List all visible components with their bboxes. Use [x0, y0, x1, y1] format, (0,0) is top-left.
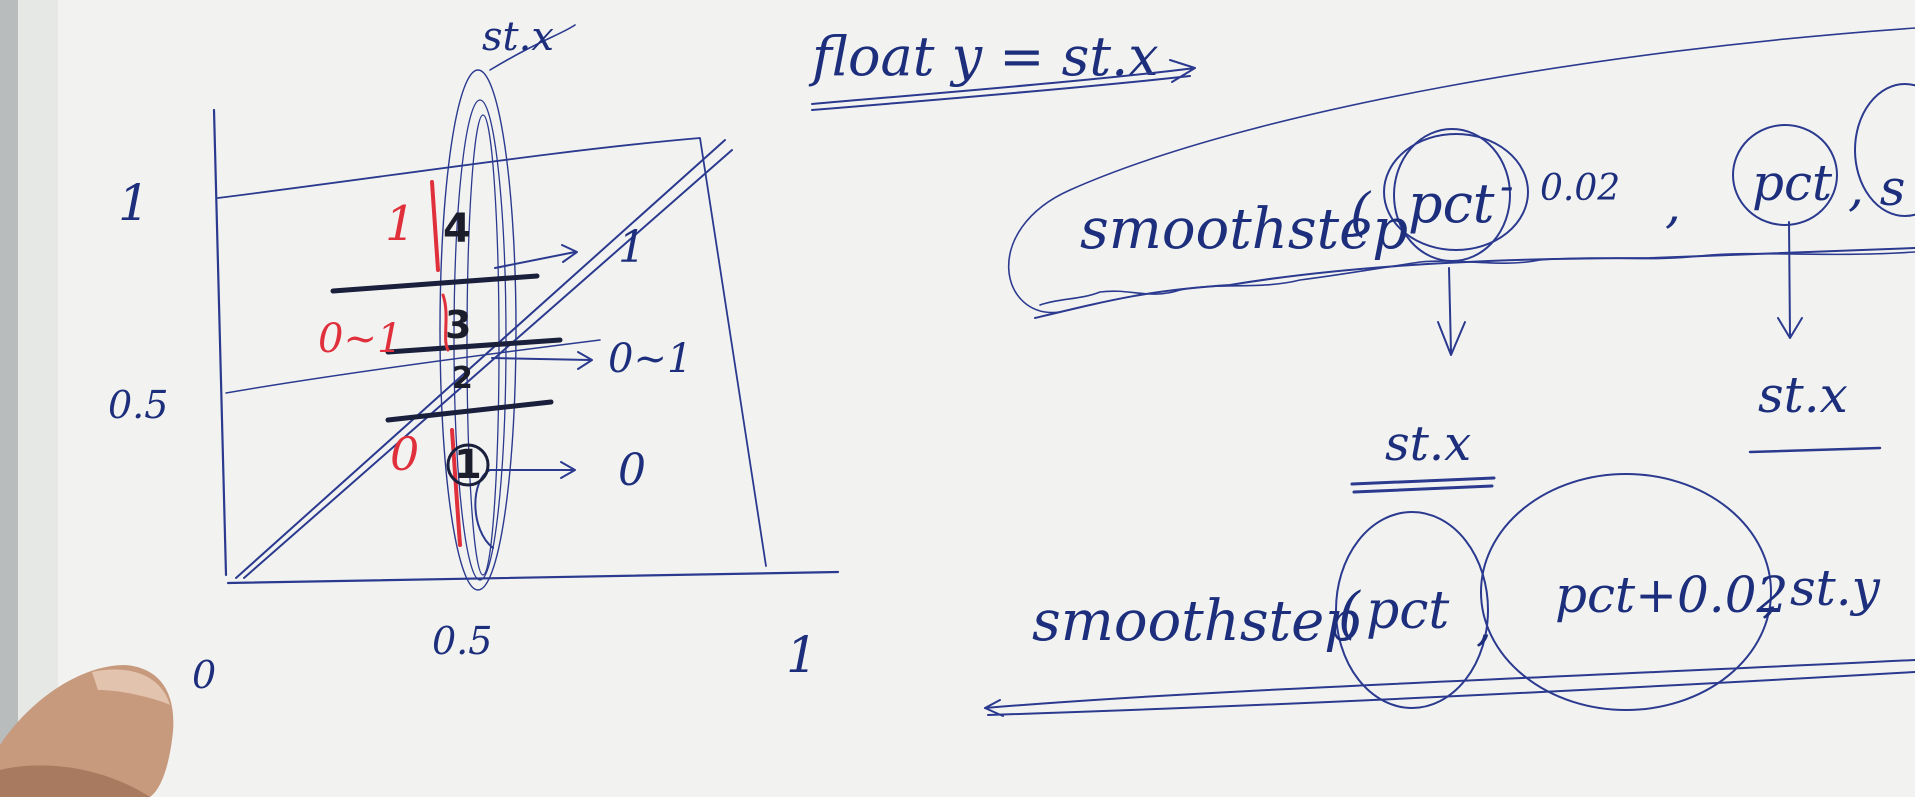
top-arg1: pct — [1408, 172, 1495, 235]
red-label-0to1: 0~1 — [318, 316, 402, 362]
arrow-right-label-underline — [1748, 446, 1882, 454]
top-open-paren: ( — [1350, 183, 1372, 243]
loop-2 — [453, 99, 507, 581]
bottom-fn-name: smoothstep — [1032, 589, 1360, 654]
heading-underline-2 — [811, 75, 1191, 111]
top-tail: , s — [1848, 159, 1905, 217]
top-formula-loop — [1007, 27, 1915, 314]
top-fn-name: smoothstep — [1080, 197, 1408, 262]
pct-circle-1 — [1393, 128, 1511, 262]
top-formula-wave — [1039, 251, 1915, 306]
finger — [0, 665, 174, 797]
diagonal-line — [235, 139, 733, 579]
bottom-underline — [984, 659, 1915, 716]
top-minus: - — [1500, 164, 1514, 210]
paper-sheet — [18, 0, 1915, 797]
y-tick-half: 0.5 — [108, 383, 168, 427]
region-1-circle — [446, 443, 490, 487]
arrow-left-label-underline — [1350, 476, 1496, 494]
red-label-0: 0 — [390, 427, 419, 481]
top-left-label: st.x — [482, 14, 554, 60]
region-4-label: 4 — [443, 206, 471, 252]
x-tick-1: 1 — [786, 626, 818, 684]
region-1-label: 1 — [454, 442, 482, 488]
right-note-0to1: 0~1 — [608, 336, 692, 382]
bottom-arg1: pct — [1366, 581, 1449, 641]
right-note-1: 1 — [618, 222, 646, 273]
bottom-arg2: pct+0.02 — [1555, 566, 1788, 624]
bottom-formula-group — [984, 473, 1915, 717]
tail-circle — [1854, 83, 1915, 217]
x-axis — [226, 570, 840, 585]
pct-circle-2 — [1732, 124, 1838, 226]
loop-1 — [439, 69, 517, 591]
top-arg2: pct — [1752, 154, 1833, 212]
label-pointer — [489, 24, 576, 71]
top-const: 0.02 — [1540, 168, 1620, 209]
x-origin-label: 0 — [192, 653, 216, 697]
red-bar-top — [430, 180, 440, 272]
region-2-label: 2 — [452, 361, 473, 396]
bottom-open-paren: ( — [1338, 581, 1361, 646]
bottom-arg3: st.y — [1790, 559, 1881, 617]
bottom-comma-2: , — [1762, 566, 1778, 624]
bottom-underline-head — [984, 699, 1004, 717]
red-label-1: 1 — [385, 196, 416, 252]
pct-circle-1b — [1383, 133, 1529, 251]
divider-low — [385, 399, 554, 423]
y-axis — [212, 108, 228, 577]
divider-top — [330, 273, 540, 294]
arrow-3 — [489, 461, 576, 479]
arrow-left-label: st.x — [1385, 416, 1471, 472]
pct-circle-bottom-2 — [1480, 473, 1772, 711]
paper-shade — [18, 0, 58, 797]
divider-mid — [385, 337, 563, 355]
arrow-right-label: st.x — [1758, 366, 1848, 424]
down-arrow-1 — [1437, 267, 1466, 356]
graph-box — [217, 137, 767, 567]
bottom-comma: , — [1476, 594, 1492, 652]
red-brace — [441, 293, 450, 352]
region-3-label: 3 — [445, 303, 471, 347]
right-note-0: 0 — [618, 445, 646, 496]
half-line — [225, 339, 601, 394]
down-arrow-2 — [1777, 221, 1803, 339]
y-tick-1: 1 — [118, 174, 150, 232]
graph-sketch — [212, 24, 840, 591]
x-tick-half: 0.5 — [432, 619, 492, 663]
pct-circle-bottom-1 — [1335, 511, 1489, 709]
arrow-2 — [491, 351, 593, 370]
top-formula-group — [1007, 27, 1915, 356]
top-comma: , — [1665, 176, 1681, 234]
arrow-1 — [494, 244, 578, 269]
red-bar-bottom — [450, 428, 462, 547]
